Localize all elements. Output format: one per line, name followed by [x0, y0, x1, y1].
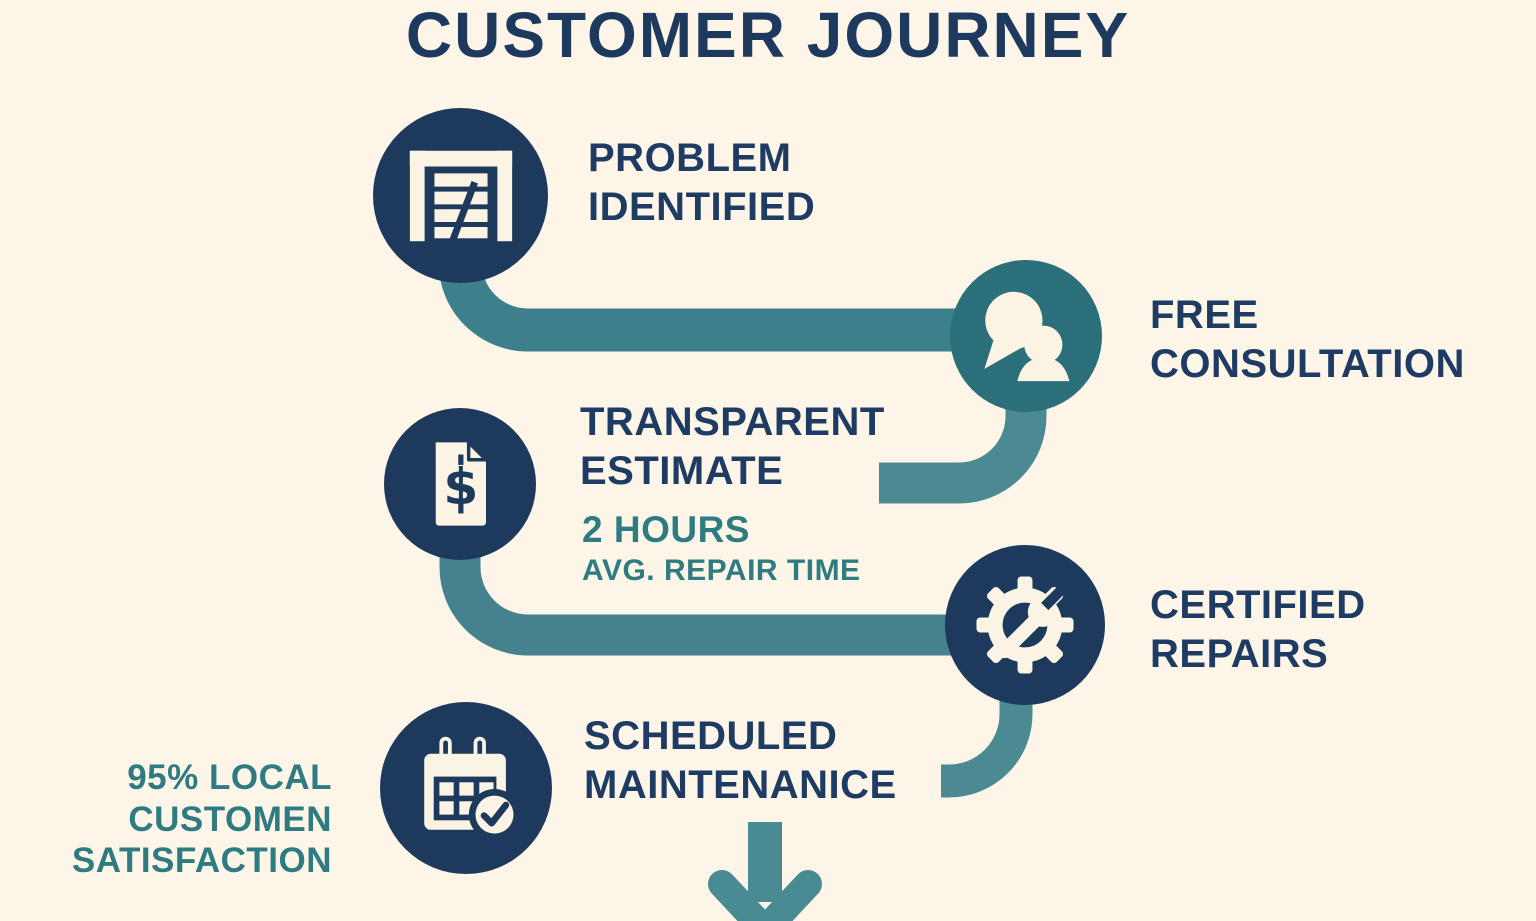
- gear-wrench-icon: [976, 576, 1074, 674]
- stat-label: AVG. REPAIR TIME: [582, 553, 861, 587]
- label-transparent-estimate: TRANSPARENT ESTIMATE: [580, 400, 885, 493]
- step-circle-free-consultation: [950, 260, 1102, 412]
- stat-value: 2 HOURS: [582, 509, 750, 550]
- connector-1-2: [438, 238, 1026, 352]
- garage-door-icon: [409, 150, 512, 244]
- dollar-document-icon: $: [435, 440, 488, 526]
- label-scheduled-maintenance: SCHEDULED MAINTENANICE: [584, 714, 897, 807]
- connector-4-5: [941, 670, 1033, 798]
- repair-time-stat: 2 HOURS AVG. REPAIR TIME: [582, 509, 861, 589]
- page-title: CUSTOMER JOURNEY: [405, 0, 1131, 71]
- label-free-consultation: FREE CONSULTATION: [1150, 293, 1465, 386]
- step-circle-certified-repairs: [945, 545, 1105, 705]
- connector-3-4: [439, 505, 1020, 656]
- connector-2-3: [879, 360, 1047, 504]
- down-arrow-icon: [708, 822, 822, 921]
- step-circle-transparent-estimate: $: [384, 408, 536, 560]
- label-problem-identified: PROBLEM IDENTIFIED: [588, 136, 816, 229]
- label-certified-repairs: CERTIFIED REPAIRS: [1150, 583, 1366, 676]
- step-circle-problem-identified: [373, 108, 548, 283]
- people-consultation-icon: [984, 291, 1070, 382]
- calendar-check-icon: [424, 736, 521, 841]
- satisfaction-stat: 95% LOCAL CUSTOMEN SATISFACTION: [71, 758, 332, 881]
- step-circle-scheduled-maintenance: [380, 702, 552, 874]
